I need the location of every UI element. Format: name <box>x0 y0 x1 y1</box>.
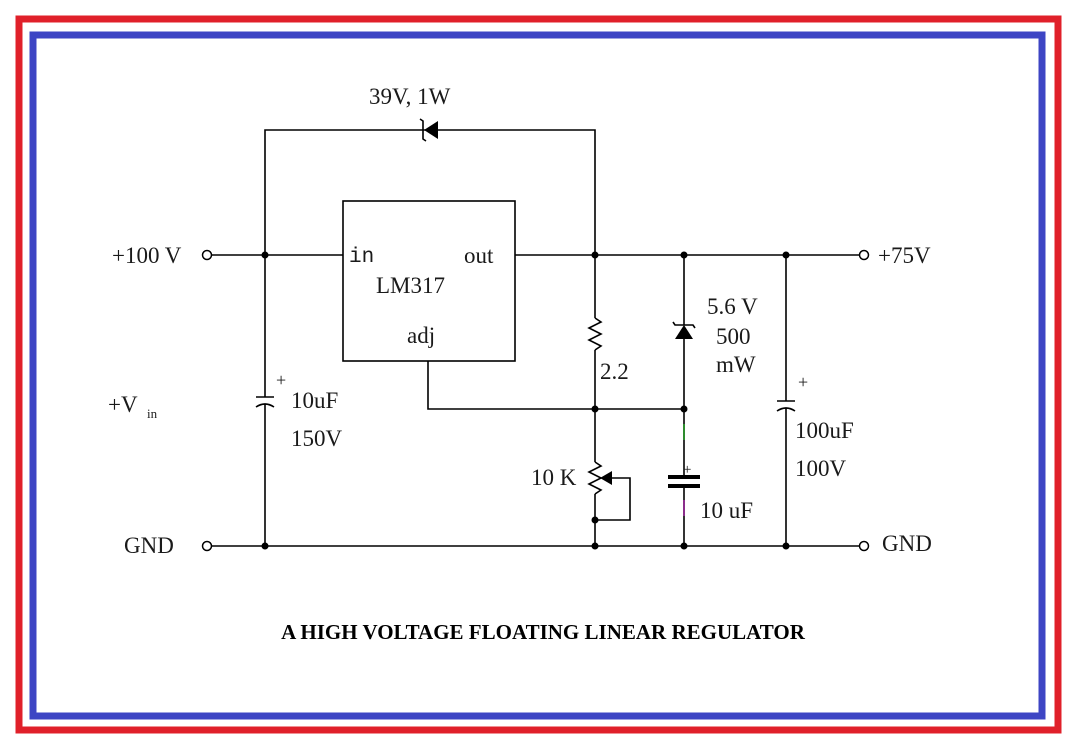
label-zener-right-power2: mW <box>716 352 756 377</box>
capacitor-mid <box>668 409 700 546</box>
resistor-2-2 <box>587 255 603 409</box>
gnd-terminal-right[interactable] <box>858 540 870 552</box>
label-cap-out-plus: + <box>798 372 808 392</box>
label-cap-in-plus: + <box>276 370 286 390</box>
label-vin-subscript: in <box>147 406 158 421</box>
label-cap-in-voltage: 150V <box>291 426 343 451</box>
label-gnd-left: GND <box>124 533 174 558</box>
lm317-ic-box <box>342 200 516 362</box>
label-input-voltage: +100 V <box>112 243 182 268</box>
label-pot: 10 K <box>531 465 577 490</box>
capacitor-input <box>255 255 275 546</box>
capacitor-output <box>776 255 796 546</box>
outer-frame <box>15 15 1062 734</box>
label-cap-mid-plus: + <box>683 462 691 478</box>
label-vin: +V <box>108 392 138 417</box>
label-cap-in-value: 10uF <box>291 388 338 413</box>
label-ic-out: out <box>464 243 494 268</box>
gnd-terminal-left[interactable] <box>201 540 213 552</box>
label-zener-right-power1: 500 <box>716 324 751 349</box>
label-cap-out-value: 100uF <box>795 418 854 443</box>
zener-diode-39v <box>419 118 438 142</box>
label-zener-right-voltage: 5.6 V <box>707 294 758 319</box>
diagram-title: A HIGH VOLTAGE FLOATING LINEAR REGULATOR <box>281 620 806 644</box>
label-cap-mid-value: 10 uF <box>700 498 753 523</box>
zener-diode-5-6v <box>672 255 696 409</box>
output-terminal[interactable] <box>858 249 870 261</box>
label-gnd-right: GND <box>882 531 932 556</box>
label-ic-adj: adj <box>407 323 435 348</box>
label-zener-top: 39V, 1W <box>369 84 451 109</box>
label-ic-in: in <box>349 246 374 269</box>
inner-frame <box>29 31 1046 720</box>
label-resistor: 2.2 <box>600 359 629 384</box>
potentiometer-10k <box>587 409 631 546</box>
adj-wire <box>427 361 684 410</box>
input-terminal[interactable] <box>201 249 213 261</box>
label-ic-name: LM317 <box>376 273 445 298</box>
label-cap-out-voltage: 100V <box>795 456 847 481</box>
label-output-voltage: +75V <box>878 243 931 268</box>
junction-dots <box>261 251 790 550</box>
